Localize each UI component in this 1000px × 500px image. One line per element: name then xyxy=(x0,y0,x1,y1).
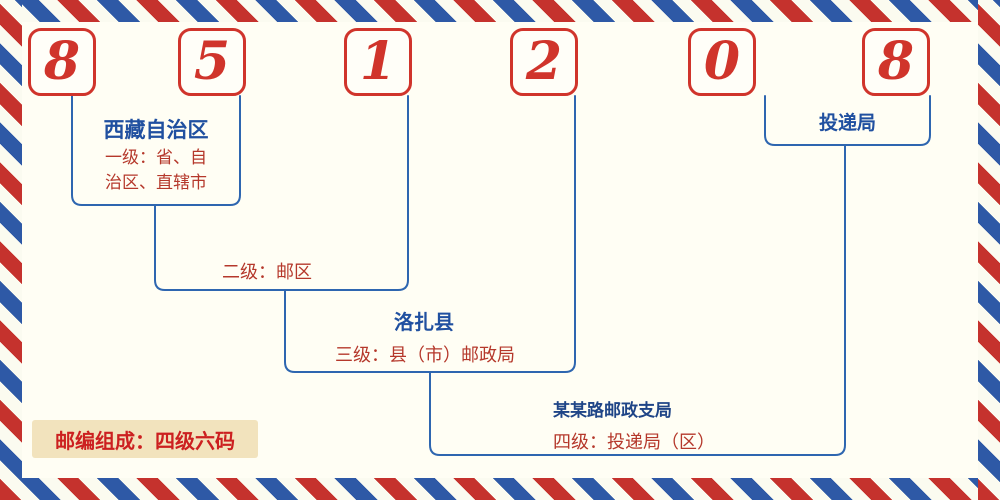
composition-badge: 邮编组成：四级六码 xyxy=(32,420,258,458)
postal-digit-box-6: 8 xyxy=(862,28,930,96)
level3-county-name: 洛扎县 xyxy=(394,310,454,334)
postal-digit-box-3: 1 xyxy=(344,28,412,96)
postal-digit: 8 xyxy=(43,31,81,92)
level1-label: 一级：省、自治区、直辖市 xyxy=(105,148,207,193)
airmail-border-right xyxy=(978,0,1000,500)
postal-digit-box-4: 2 xyxy=(510,28,578,96)
postal-digit: 2 xyxy=(525,31,563,92)
airmail-border-left xyxy=(0,0,22,500)
level3-label: 三级：县（市）邮政局 xyxy=(335,345,515,366)
postal-digit-box-2: 5 xyxy=(178,28,246,96)
postal-digit: 0 xyxy=(703,31,741,92)
level4-branch-name: 某某路邮政支局 xyxy=(553,401,672,421)
delivery-office-label: 投递局 xyxy=(818,112,876,134)
level2-label: 二级：邮区 xyxy=(222,262,312,283)
level1-region-name: 西藏自治区 xyxy=(103,118,209,142)
postal-digit: 8 xyxy=(877,31,915,92)
postal-digit: 5 xyxy=(193,31,231,92)
airmail-border-bottom xyxy=(0,478,1000,500)
level4-label: 四级：投递局（区） xyxy=(553,432,715,453)
postal-digit: 1 xyxy=(359,31,397,92)
postal-digit-box-1: 8 xyxy=(28,28,96,96)
postal-digit-box-5: 0 xyxy=(688,28,756,96)
airmail-border-top xyxy=(0,0,1000,22)
